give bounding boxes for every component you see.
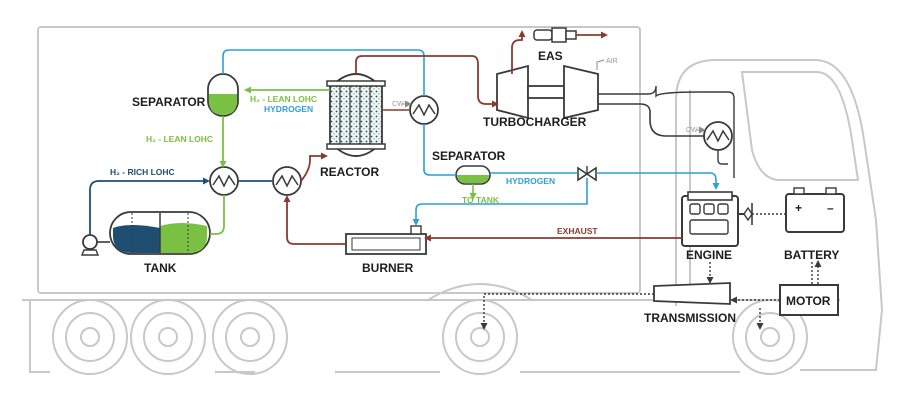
exhaust-to-eas-line xyxy=(511,30,526,74)
burner: BURNER xyxy=(345,225,427,275)
exhaust-label: EXHAUST xyxy=(557,226,598,236)
cw-engine-label: CW xyxy=(686,127,698,134)
engine-label: ENGINE xyxy=(686,248,732,262)
wheel-4 xyxy=(442,299,518,375)
cab-window xyxy=(740,71,860,181)
turbocharger-label: TURBOCHARGER xyxy=(483,115,587,129)
hydrogen-loop-line xyxy=(222,49,425,96)
heat-exchanger-1 xyxy=(209,166,239,196)
hydrogen-to-separator-line xyxy=(423,124,456,176)
transmission-label: TRANSMISSION xyxy=(644,311,736,325)
burner-label: BURNER xyxy=(362,261,414,275)
eas-unit: EAS xyxy=(533,27,608,63)
hydrogen-to-engine-line xyxy=(596,172,720,190)
battery-to-motor-link xyxy=(811,262,818,284)
heat-exchanger-2 xyxy=(272,166,302,196)
eas-label: EAS xyxy=(538,49,563,63)
hydrogen-valve xyxy=(577,166,597,182)
transmission: TRANSMISSION xyxy=(644,282,736,325)
turbocharger: TURBOCHARGER AIR xyxy=(483,58,618,129)
motor: MOTOR xyxy=(779,284,839,316)
to-tank-label: TO TANK xyxy=(462,195,500,205)
lean-lohc-to-tank-line xyxy=(210,195,225,235)
reactor-to-turbo-line xyxy=(355,55,499,108)
hydrogen-mid-label: HYDROGEN xyxy=(506,176,555,186)
separator-mid-label: SEPARATOR xyxy=(432,149,506,163)
battery: + – BATTERY xyxy=(784,187,845,262)
trailer-box xyxy=(37,26,641,294)
wheel-1 xyxy=(52,299,128,375)
battery-label: BATTERY xyxy=(784,248,839,262)
separator-top: SEPARATOR xyxy=(132,73,239,117)
reactor: REACTOR xyxy=(320,73,386,179)
chassis-frame xyxy=(22,299,840,373)
engine: ENGINE xyxy=(681,191,753,262)
battery-minus-sign: – xyxy=(827,201,834,215)
transmission-to-axle-link xyxy=(480,293,654,330)
h2-rich-lohc-line xyxy=(89,177,210,235)
h2-lean-lohc-left-label: H₂ - LEAN LOHC xyxy=(146,134,213,144)
compressor-outlet-line xyxy=(598,85,735,178)
turbo-to-cooler-line xyxy=(598,103,704,137)
cw-reactor-label: CW xyxy=(392,101,404,108)
pump xyxy=(80,234,100,256)
separator-mid: SEPARATOR xyxy=(432,149,506,185)
wheel-3 xyxy=(212,299,288,375)
motor-label: MOTOR xyxy=(786,294,831,308)
tank-label: TANK xyxy=(144,261,177,275)
h2-rich-lohc-label: H₂ - RICH LOHC xyxy=(110,167,175,177)
battery-plus-sign: + xyxy=(795,201,802,215)
separator-top-label: SEPARATOR xyxy=(132,95,206,109)
hydrogen-to-burner-line xyxy=(412,178,588,226)
air-label: AIR xyxy=(606,58,618,65)
burner-to-hx-line xyxy=(283,195,346,245)
air-inlet-line xyxy=(596,59,605,70)
wheel-2 xyxy=(130,299,206,375)
truck-cab xyxy=(675,59,884,371)
hydrogen-top-label: HYDROGEN xyxy=(264,104,313,114)
rich-lohc-to-reactor-line xyxy=(300,152,328,182)
lohc-tank: TANK xyxy=(109,211,211,275)
h2-lean-lohc-top-label: H₂ - LEAN LOHC xyxy=(250,94,317,104)
truck-outline xyxy=(22,26,884,375)
cooler-to-engine-line xyxy=(717,150,728,165)
reactor-label: REACTOR xyxy=(320,165,379,179)
